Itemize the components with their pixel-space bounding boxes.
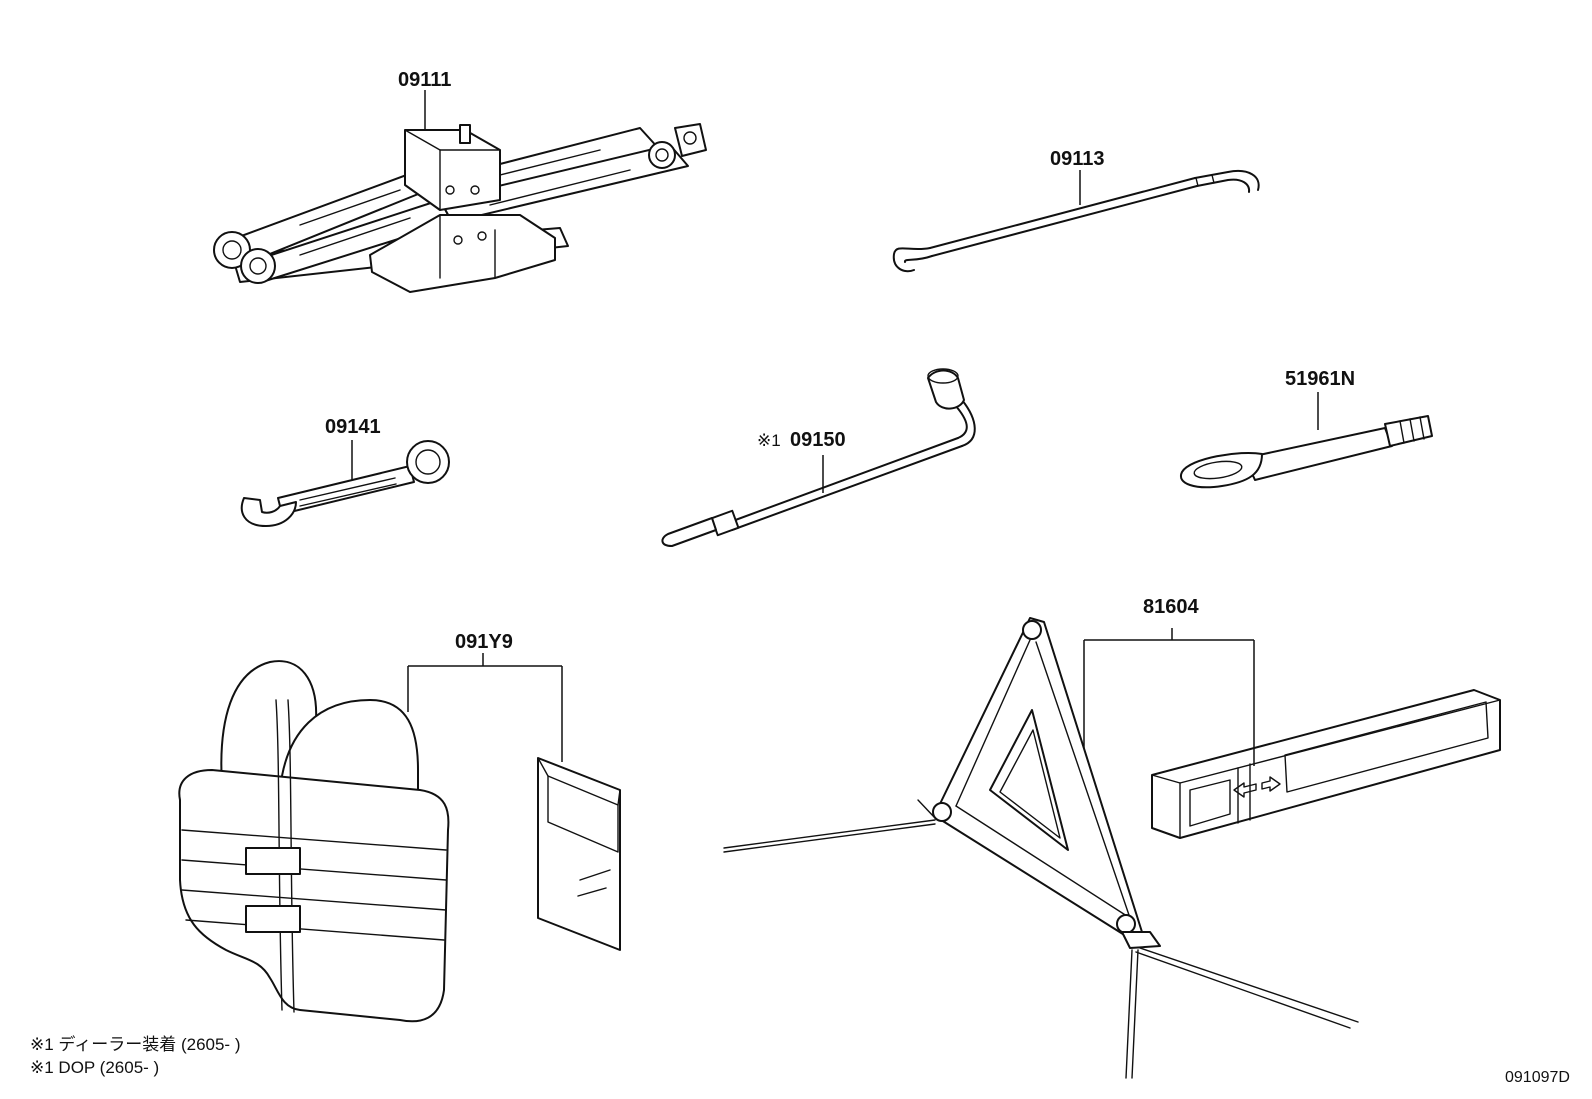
diagram-reference-code: 091097D — [1505, 1069, 1570, 1086]
label-safety-vest-set: 091Y9 — [455, 631, 513, 653]
jack-illustration — [213, 90, 707, 293]
safety-vest-illustration — [178, 653, 621, 1023]
wheel-nut-wrench-illustration — [661, 368, 976, 547]
note-dealer-install: ※1 ディーラー装着 (2605- ) — [30, 1034, 240, 1054]
wrench-illustration — [240, 440, 450, 527]
label-wheel-nut-wrench-prefix: ※1 — [757, 431, 781, 450]
label-wheel-nut-wrench: 09150 — [790, 429, 846, 451]
label-warning-triangle-set: 81604 — [1143, 596, 1199, 618]
jack-handle-illustration — [892, 170, 1260, 273]
warning-triangle-illustration — [723, 617, 1501, 1079]
label-jack: 09111 — [398, 69, 451, 91]
label-jack-handle: 09113 — [1050, 148, 1105, 170]
label-wrench: 09141 — [325, 416, 381, 438]
label-towing-eyelet: 51961N — [1285, 368, 1355, 390]
towing-eyelet-illustration — [1179, 392, 1433, 489]
note-dop: ※1 DOP (2605- ) — [30, 1058, 159, 1077]
